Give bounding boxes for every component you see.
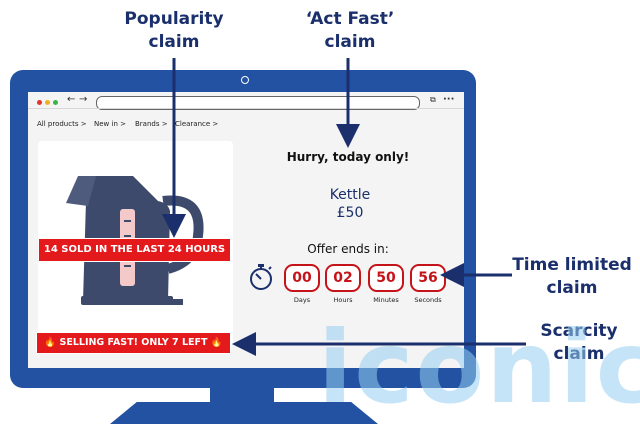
scarcity-callout: Scarcity claim xyxy=(524,320,634,366)
forward-icon[interactable]: → xyxy=(79,94,88,105)
act-fast-callout-line1: ‘Act Fast’ xyxy=(305,9,395,29)
popularity-badge: 14 SOLD IN THE LAST 24 HOURS xyxy=(38,238,231,262)
countdown-days: 00 xyxy=(284,264,320,292)
tabs-icon[interactable]: ⧉ xyxy=(430,95,436,104)
time-limited-callout-line2: claim xyxy=(546,278,598,298)
maximize-dot-icon[interactable] xyxy=(53,100,58,105)
time-limited-callout-line1: Time limited xyxy=(512,255,632,275)
nav-clearance[interactable]: Clearance > xyxy=(175,120,219,128)
urgency-headline: Hurry, today only! xyxy=(286,150,410,164)
act-fast-callout: ‘Act Fast’ claim xyxy=(290,8,410,54)
act-fast-callout-line2: claim xyxy=(324,32,376,52)
countdown-days-label: Days xyxy=(293,296,311,304)
more-icon[interactable]: ··· xyxy=(443,94,455,105)
back-icon[interactable]: ← xyxy=(67,94,76,105)
chrome-divider xyxy=(28,108,464,109)
close-dot-icon[interactable] xyxy=(37,100,42,105)
countdown-minutes: 50 xyxy=(368,264,404,292)
watermark-logo: iconic xyxy=(318,309,640,426)
monitor-neck xyxy=(210,388,274,406)
product-info[interactable]: Kettle £50 xyxy=(290,186,410,222)
offer-label: Offer ends in: xyxy=(307,242,389,256)
popularity-callout-line2: claim xyxy=(148,32,200,52)
scarcity-callout-line1: Scarcity xyxy=(540,321,618,341)
browser-screen: ← → ⧉ ··· All products > New in > Brands… xyxy=(28,92,464,368)
countdown-minutes-label: Minutes xyxy=(373,296,399,304)
nav-all-products[interactable]: All products > xyxy=(37,120,87,128)
time-limited-callout: Time limited claim xyxy=(508,254,636,300)
address-bar[interactable] xyxy=(96,96,420,110)
countdown-hours: 02 xyxy=(325,264,361,292)
countdown-seconds-label: Seconds xyxy=(414,296,442,304)
popularity-callout: Popularity claim xyxy=(112,8,236,54)
scarcity-callout-line2: claim xyxy=(553,344,605,364)
nav-new-in[interactable]: New in > xyxy=(94,120,126,128)
product-price: £50 xyxy=(336,205,364,221)
minimize-dot-icon[interactable] xyxy=(45,100,50,105)
product-name: Kettle xyxy=(329,187,371,203)
popularity-callout-line1: Popularity xyxy=(124,9,224,29)
webcam-icon xyxy=(241,76,249,84)
stopwatch-icon xyxy=(250,264,272,290)
scarcity-badge: 🔥 SELLING FAST! ONLY 7 LEFT 🔥 xyxy=(36,332,231,354)
monitor-stand xyxy=(110,402,378,424)
countdown-hours-label: Hours xyxy=(333,296,353,304)
countdown-seconds: 56 xyxy=(410,264,446,292)
nav-brands[interactable]: Brands > xyxy=(135,120,168,128)
